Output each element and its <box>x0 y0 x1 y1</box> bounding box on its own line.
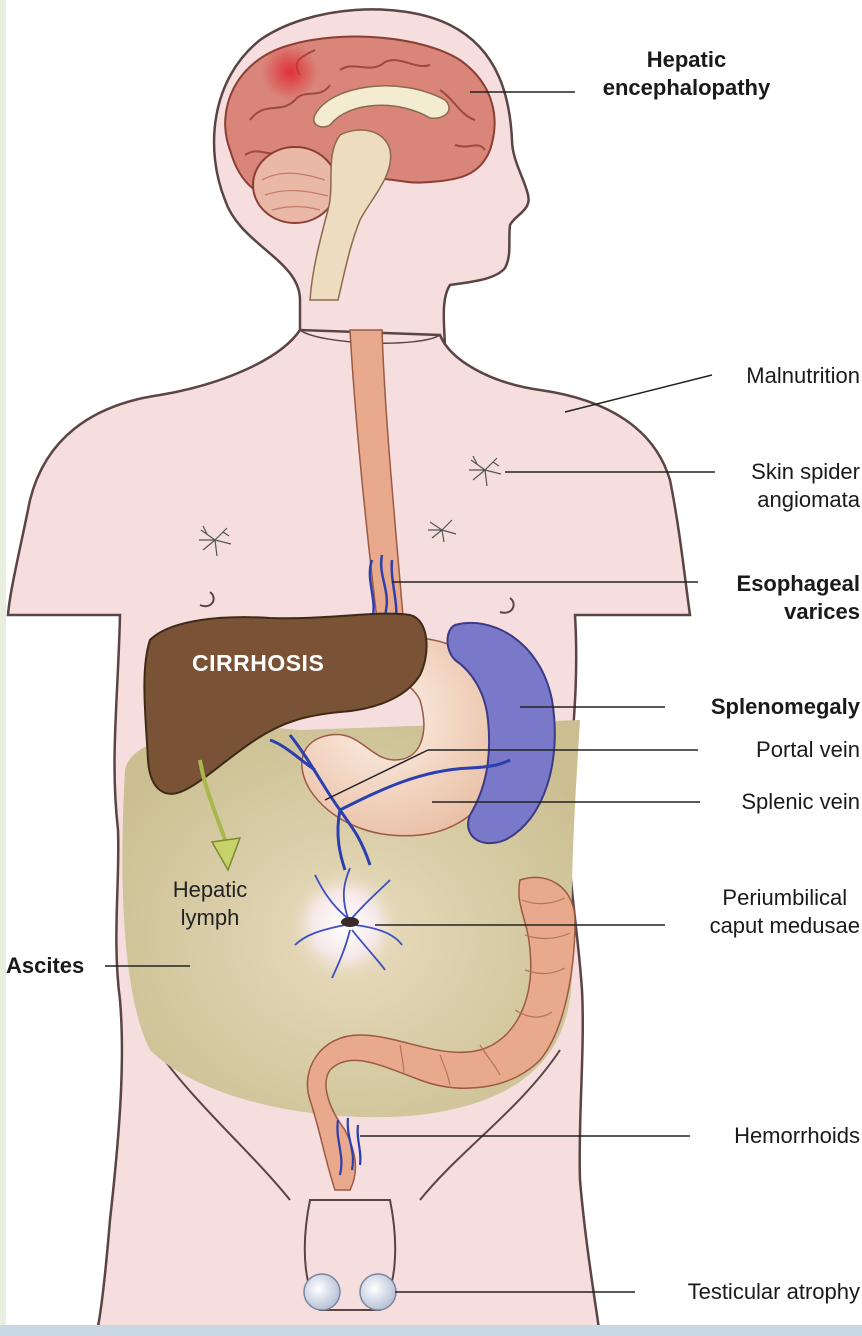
brainstem <box>309 129 392 301</box>
testis-right <box>359 1273 397 1311</box>
label-periumbilical-caput-medusae: Periumbilical caput medusae <box>710 884 860 940</box>
bottom-edge-bar <box>0 1325 862 1336</box>
label-skin-spider-angiomata: Skin spider angiomata <box>751 458 860 514</box>
label-hepatic-lymph: Hepatic lymph <box>152 876 268 932</box>
label-portal-vein: Portal vein <box>756 737 860 762</box>
left-edge-strip <box>0 0 6 1325</box>
label-hepatic-lymph-line1: Hepatic <box>172 877 248 902</box>
label-esophageal-varices: Esophageal varices <box>737 570 860 626</box>
label-hemorrhoids: Hemorrhoids <box>734 1123 860 1148</box>
label-testicular-atrophy: Testicular atrophy <box>687 1279 860 1304</box>
groin-right <box>419 1049 561 1201</box>
colon-haustra <box>399 897 571 1086</box>
leader-malnutrition <box>564 374 713 413</box>
hemorrhoid-veins <box>336 1117 362 1176</box>
label-hepatic-encephalopathy: Hepatic encephalopathy <box>578 46 795 102</box>
label-splenic-vein: Splenic vein <box>741 789 860 814</box>
genitals <box>303 1199 397 1311</box>
label-cirrhosis: CIRRHOSIS <box>192 650 325 676</box>
label-hepatic-encephalopathy-line2: encephalopathy <box>602 75 771 100</box>
cerebellum <box>252 146 338 224</box>
testis-left <box>303 1273 341 1311</box>
label-splenomegaly: Splenomegaly <box>710 694 860 719</box>
brain <box>224 35 496 301</box>
label-skin-spider-line2: angiomata <box>757 487 860 512</box>
splenic-vein <box>339 758 511 812</box>
label-skin-spider-line1: Skin spider <box>751 459 860 484</box>
liver <box>143 612 428 795</box>
leader-portal <box>324 749 429 801</box>
label-hepatic-lymph-line2: lymph <box>180 905 240 930</box>
nipple-right <box>499 597 515 614</box>
label-hepatic-encephalopathy-line1: Hepatic <box>646 47 727 72</box>
spider-angiomata <box>199 455 502 557</box>
leader-lines <box>105 91 715 1293</box>
label-periumbilical-line2: caput medusae <box>709 913 860 938</box>
hepatic-lymph-arrow <box>198 759 242 872</box>
spleen <box>446 621 556 845</box>
label-esophageal-line2: varices <box>784 599 860 624</box>
portal-splenic-veins <box>269 734 511 871</box>
portal-vein <box>288 734 372 866</box>
colon <box>306 876 576 1191</box>
label-malnutrition: Malnutrition <box>746 363 860 388</box>
label-periumbilical-line1: Periumbilical <box>722 885 848 910</box>
lesion-spot <box>262 44 318 100</box>
label-ascites: Ascites <box>6 953 85 978</box>
label-esophageal-line1: Esophageal <box>736 571 860 596</box>
caput-medusae <box>290 867 403 980</box>
nipple-left <box>199 591 215 608</box>
